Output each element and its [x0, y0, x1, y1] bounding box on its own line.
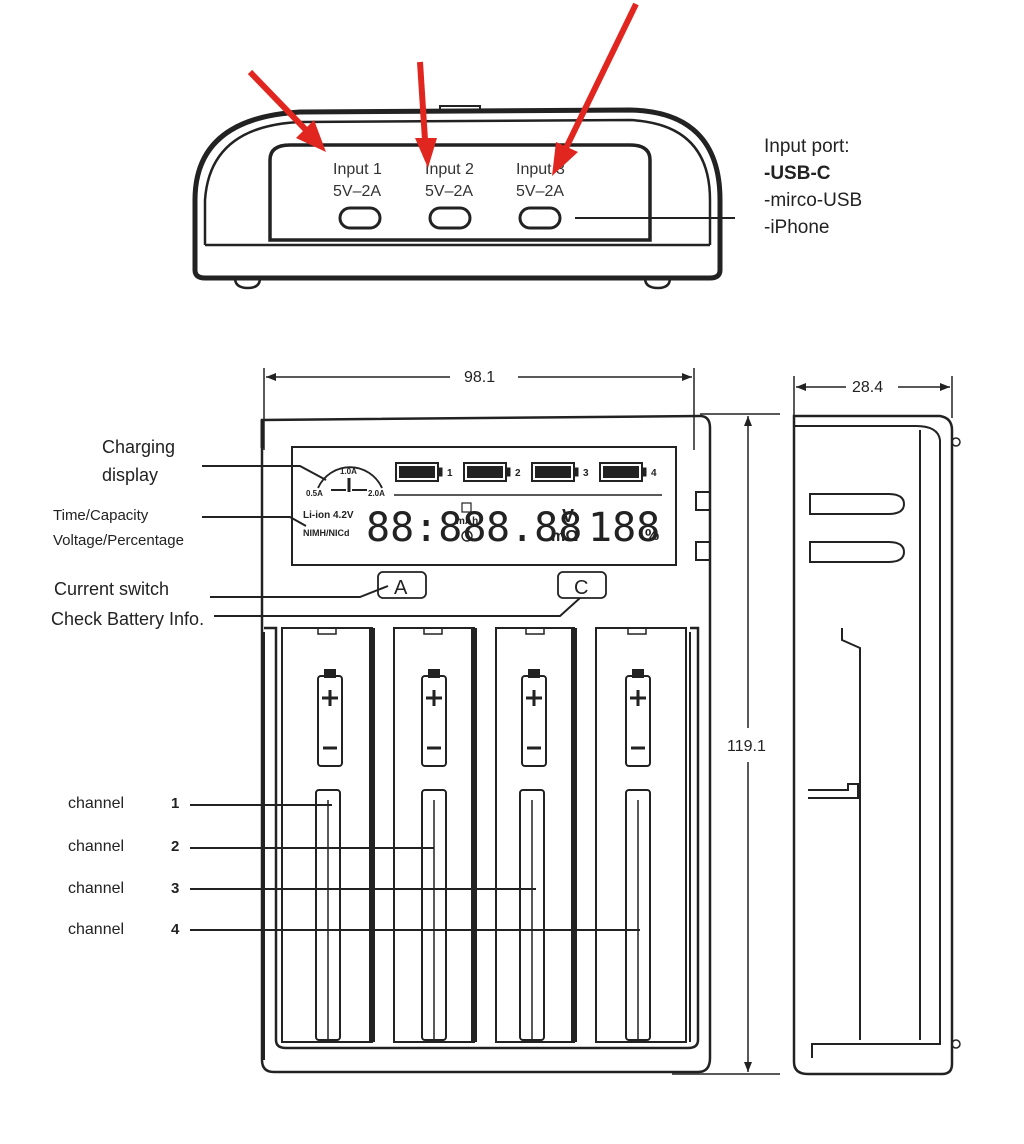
polarity-icons — [317, 669, 651, 767]
input-1-spec: 5V–2A — [333, 183, 381, 200]
battery-polarity-icon — [521, 669, 547, 767]
red-arrow-3 — [552, 2, 639, 176]
input-3-spec: 5V–2A — [516, 183, 564, 200]
channel-4-number: 4 — [171, 921, 180, 938]
lcd-chem-liion: Li-ion 4.2V — [303, 510, 354, 521]
input-port-note: Input port: -USB-C -mirco-USB -iPhone — [764, 133, 862, 241]
check-battery-label: Check Battery Info. — [51, 609, 205, 629]
red-arrow-1 — [247, 69, 326, 152]
channel-2-number: 2 — [171, 838, 180, 855]
depth-dimension-value: 28.4 — [852, 379, 883, 396]
channel-3-label: channel — [68, 880, 125, 897]
gauge-left-label: 0.5A — [306, 489, 323, 498]
input-port-usbc: -USB-C — [764, 163, 831, 184]
button-a[interactable]: A — [377, 571, 427, 599]
side-button-upper — [695, 491, 711, 511]
height-dimension — [672, 413, 780, 1075]
bay-1 — [281, 627, 373, 1043]
side-vent-upper — [809, 493, 906, 515]
lcd-frame — [291, 446, 677, 566]
bay-4 — [595, 627, 687, 1043]
input-2-name: Input 2 — [425, 161, 474, 178]
side-view-body — [792, 414, 961, 1076]
lcd-pct-digits: 188 — [588, 505, 660, 551]
red-arrow-2 — [415, 61, 437, 168]
lcd-slot-1: 1 — [447, 468, 453, 479]
button-c[interactable]: C — [557, 571, 607, 599]
lcd-unit-pct: % — [645, 527, 659, 544]
battery-bays — [263, 626, 700, 1060]
port-labels: Input 1 5V–2A Input 2 5V–2A Input 3 5V–2… — [333, 161, 565, 200]
input-1-name: Input 1 — [333, 161, 382, 178]
side-clip — [808, 783, 859, 799]
charging-display-label-1: Charging — [102, 437, 176, 457]
channel-3-number: 3 — [171, 880, 180, 897]
foot-right — [643, 277, 672, 290]
lcd-unit-mohm: mΩ — [551, 528, 578, 545]
side-screw-top — [951, 437, 961, 447]
lcd-unit-v: V — [562, 506, 574, 526]
side-outline — [792, 414, 954, 1076]
lcd-slot-3: 3 — [583, 468, 589, 479]
lcd-volt-digits: 8.88 — [486, 505, 582, 551]
current-switch-label: Current switch — [54, 579, 170, 599]
side-vent-lower — [809, 541, 906, 563]
battery-polarity-icon — [317, 669, 343, 767]
lcd-slot-4: 4 — [651, 468, 657, 479]
callout-leaders — [190, 465, 640, 931]
lcd-time-digits: 88:88 — [366, 505, 486, 551]
input-port-micro: -mirco-USB — [764, 190, 863, 211]
port-panel — [268, 143, 652, 242]
side-step-profile — [841, 430, 921, 1040]
lcd-battery-4 — [599, 462, 647, 482]
channel-2-label: channel — [68, 838, 125, 855]
charging-display-label-2: display — [102, 465, 159, 485]
input-2-spec: 5V–2A — [425, 183, 473, 200]
battery-polarity-icon — [625, 669, 651, 767]
channel-1-number: 1 — [171, 795, 180, 812]
channel-1-label: channel — [68, 795, 125, 812]
charger-front-body — [260, 414, 712, 1074]
side-screw-bottom — [951, 1039, 961, 1049]
clock-icon — [461, 530, 473, 542]
top-tab — [439, 105, 481, 112]
ports-view — [192, 105, 735, 290]
time-capacity-label-2: Voltage/Percentage — [53, 532, 184, 549]
battery-polarity-icon — [421, 669, 447, 767]
lcd-small-box-icon — [461, 502, 472, 513]
time-capacity-label-1: Time/Capacity — [53, 507, 149, 524]
gauge-top-label: 1.0A — [340, 467, 357, 476]
lcd-slot-numbers: 1 2 3 4 — [447, 468, 657, 479]
foot-left — [233, 277, 262, 290]
lcd-battery-2 — [463, 462, 511, 482]
bay-frame — [264, 626, 700, 1050]
usb-port-3 — [518, 206, 562, 230]
side-inner-profile — [794, 425, 941, 1058]
lcd-chem-nimh: NIMH/NICd — [303, 528, 350, 538]
channel-4-label: channel — [68, 921, 125, 938]
depth-dimension — [793, 376, 953, 418]
lcd-battery-1 — [395, 462, 443, 482]
usb-port-2 — [428, 206, 472, 230]
button-a-label: A — [394, 577, 408, 599]
side-button-lower — [695, 541, 711, 561]
lcd-display: 1.0A 0.5A 2.0A 1 2 — [291, 446, 677, 566]
red-arrows — [247, 2, 639, 176]
lcd-slot-2: 2 — [515, 468, 521, 479]
lcd-battery-row — [394, 462, 662, 496]
button-c-label: C — [574, 577, 588, 599]
height-dimension-value: 119.1 — [727, 738, 766, 755]
lcd-battery-3 — [531, 462, 579, 482]
charger-top-shell — [192, 107, 723, 281]
gauge-right-label: 2.0A — [368, 489, 385, 498]
front-outline — [260, 414, 712, 1074]
usb-port-1 — [338, 206, 382, 230]
input-port-title: Input port: — [764, 136, 850, 157]
input-port-iphone: -iPhone — [764, 217, 830, 238]
width-dimension — [263, 368, 695, 450]
width-dimension-value: 98.1 — [464, 369, 495, 386]
lcd-unit-mah: mAh — [456, 516, 478, 527]
